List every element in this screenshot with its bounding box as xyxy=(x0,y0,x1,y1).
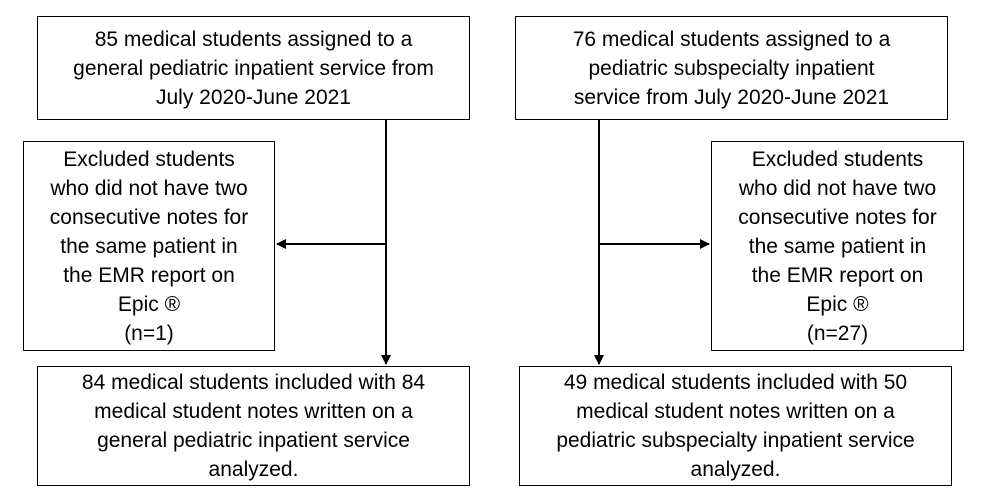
subspecialty-excluded-text: Excluded students who did not have two c… xyxy=(738,147,937,345)
subspecialty-included-text: 49 medical students included with 50 med… xyxy=(556,371,915,481)
subspecialty-assigned-text: 76 medical students assigned to a pediat… xyxy=(572,27,891,109)
general-excluded-text: Excluded students who did not have two c… xyxy=(49,147,249,345)
subspecialty-excluded-box: Excluded students who did not have two c… xyxy=(711,141,964,351)
subspecialty-included-box: 49 medical students included with 50 med… xyxy=(519,366,952,486)
subspecialty-assigned-box: 76 medical students assigned to a pediat… xyxy=(515,16,948,120)
general-assigned-box: 85 medical students assigned to a genera… xyxy=(37,16,470,120)
general-included-box: 84 medical students included with 84 med… xyxy=(37,366,470,486)
general-included-text: 84 medical students included with 84 med… xyxy=(81,371,426,481)
general-excluded-box: Excluded students who did not have two c… xyxy=(23,141,275,351)
general-assigned-text: 85 medical students assigned to a genera… xyxy=(73,27,434,109)
